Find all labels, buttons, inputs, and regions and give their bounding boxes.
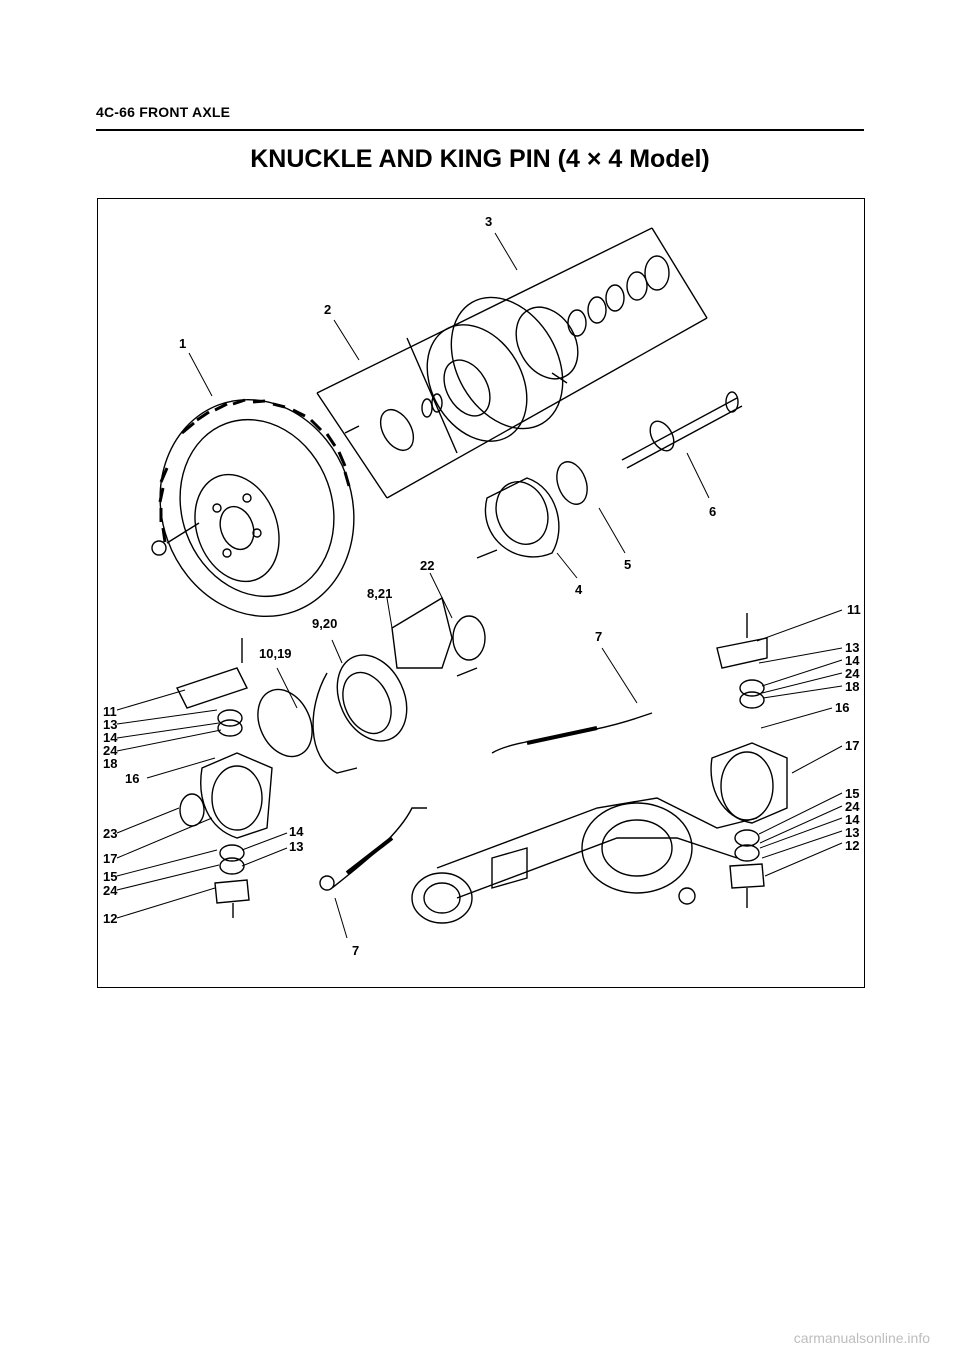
callout-left-24b: 24 (103, 883, 118, 898)
callout-right-11: 11 (847, 602, 861, 617)
callout-7-top: 7 (595, 629, 602, 644)
page-title: KNUCKLE AND KING PIN (4 × 4 Model) (250, 145, 710, 173)
callout-right-13b: 13 (845, 825, 859, 840)
callout-left-16: 16 (125, 771, 139, 786)
page-header: 4C-66 FRONT AXLE (96, 104, 231, 120)
axle-shaft-illustration (621, 391, 743, 469)
callout-left-18: 18 (103, 756, 117, 771)
callout-8-21: 8,21 (367, 586, 392, 601)
left-knuckle-illustration (176, 638, 273, 918)
tire-illustration (151, 398, 355, 618)
callout-right-15: 15 (845, 786, 859, 801)
callout-3: 3 (485, 214, 492, 229)
figure-frame (97, 198, 865, 988)
header-rule (96, 129, 864, 131)
hub-illustration (316, 227, 708, 499)
watermark: carmanualsonline.info (793, 1330, 930, 1346)
callout-right-16: 16 (835, 700, 849, 715)
callout-left-11: 11 (103, 704, 117, 719)
tie-rod-illustration (319, 712, 653, 891)
callout-22: 22 (420, 558, 434, 573)
callout-left-12: 12 (103, 911, 117, 926)
callout-left-13: 13 (103, 717, 117, 732)
callout-4: 4 (575, 582, 583, 597)
callout-right-18: 18 (845, 679, 859, 694)
callout-right-12: 12 (845, 838, 859, 853)
leader-lines (116, 232, 843, 939)
callout-10-19: 10,19 (259, 646, 292, 661)
callout-right-24b: 24 (845, 799, 860, 814)
callout-2: 2 (324, 302, 331, 317)
callout-mid-14: 14 (289, 824, 304, 839)
callout-left-17: 17 (103, 851, 117, 866)
callout-1: 1 (179, 336, 186, 351)
callout-right-14b: 14 (845, 812, 860, 827)
callout-7-bottom: 7 (352, 943, 359, 958)
axle-housing-illustration (411, 797, 758, 924)
callout-mid-13: 13 (289, 839, 303, 854)
knuckle-seal-illustration (257, 596, 486, 774)
callout-6: 6 (709, 504, 716, 519)
callout-right-17: 17 (845, 738, 859, 753)
callout-9-20: 9,20 (312, 616, 337, 631)
callout-right-24: 24 (845, 666, 860, 681)
backing-plate-illustration (476, 461, 588, 559)
exploded-view-diagram: 3 2 1 6 5 4 22 8,21 9,20 10,19 7 7 11 13… (103, 214, 861, 958)
callout-left-23: 23 (103, 826, 117, 841)
callout-left-14: 14 (103, 730, 118, 745)
callout-right-13: 13 (845, 640, 859, 655)
callout-right-14: 14 (845, 653, 860, 668)
callout-left-24: 24 (103, 743, 118, 758)
callout-5: 5 (624, 557, 631, 572)
right-knuckle-illustration (710, 613, 788, 908)
callout-left-15: 15 (103, 869, 117, 884)
